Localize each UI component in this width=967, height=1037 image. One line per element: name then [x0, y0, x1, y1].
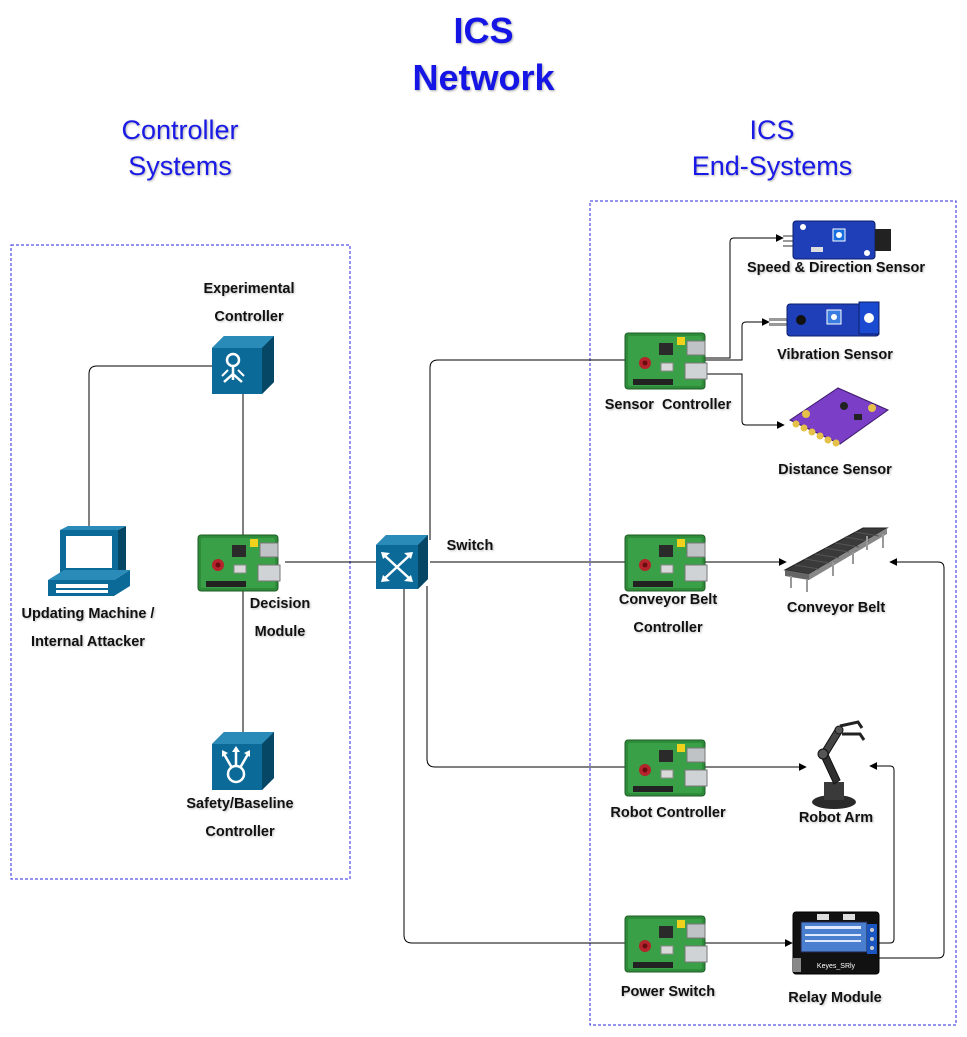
speed-sensor-label: Speed & Direction Sensor	[746, 260, 926, 276]
safety-controller-label-line1: Safety/Baseline	[186, 796, 294, 812]
experimental-controller-icon[interactable]	[212, 336, 274, 394]
connections	[88, 359, 625, 944]
end-systems-heading-line1: ICS	[749, 115, 795, 145]
experimental-controller-label-line1: Experimental	[203, 281, 295, 297]
controller-systems-heading-line1: Controller	[121, 115, 239, 145]
safety-controller-icon[interactable]	[212, 732, 274, 790]
robot-arm-label: Robot Arm	[798, 810, 874, 826]
experimental-controller-label-line2: Controller	[214, 309, 284, 325]
updating-machine-label-line1: Updating Machine /	[21, 606, 155, 622]
distance-sensor-label: Distance Sensor	[778, 462, 892, 478]
desktop-computer-icon[interactable]	[48, 526, 130, 596]
relay-module-label: Relay Module	[788, 990, 882, 1006]
robot-controller-raspberry-pi-icon[interactable]	[624, 739, 708, 797]
switch-label: Switch	[446, 538, 494, 554]
conveyor-controller-label-line1: Conveyor Belt	[618, 592, 718, 608]
cisco-switch-icon[interactable]	[376, 535, 428, 589]
robot-arm-icon[interactable]	[812, 720, 866, 809]
arrows	[705, 234, 945, 959]
power-switch-label: Power Switch	[620, 984, 716, 1000]
sensor-controller-label: Sensor Controller	[604, 397, 732, 413]
conveyor-controller-label-line2: Controller	[633, 620, 703, 636]
vibration-sensor-label: Vibration Sensor	[777, 347, 893, 363]
end-systems-group	[589, 200, 957, 1026]
relay-board-text: Keyes_SRly	[817, 963, 856, 970]
decision-module-label-line2: Module	[254, 624, 306, 640]
relay-module-icon[interactable]: Keyes_SRly	[792, 911, 880, 975]
diagram-title-line2: Network	[412, 57, 555, 98]
updating-machine-label-line2: Internal Attacker	[31, 634, 145, 650]
controller-systems-heading-line2: Systems	[128, 151, 232, 181]
conveyor-controller-raspberry-pi-icon[interactable]	[624, 534, 708, 592]
diagram-title-line1: ICS	[453, 10, 514, 51]
sensor-controller-raspberry-pi-icon[interactable]	[624, 332, 708, 390]
safety-controller-label-line2: Controller	[205, 824, 275, 840]
power-switch-raspberry-pi-icon[interactable]	[624, 915, 708, 973]
conveyor-belt-icon[interactable]	[783, 527, 889, 592]
end-systems-heading-line2: End-Systems	[691, 151, 853, 181]
decision-module-label-line1: Decision	[249, 596, 311, 612]
vibration-sensor-icon[interactable]	[769, 301, 880, 337]
distance-sensor-icon[interactable]	[788, 387, 890, 447]
decision-module-raspberry-pi-icon[interactable]	[197, 534, 281, 592]
robot-controller-label: Robot Controller	[610, 805, 726, 821]
speed-direction-sensor-icon[interactable]	[783, 220, 891, 260]
conveyor-belt-label: Conveyor Belt	[786, 600, 886, 616]
